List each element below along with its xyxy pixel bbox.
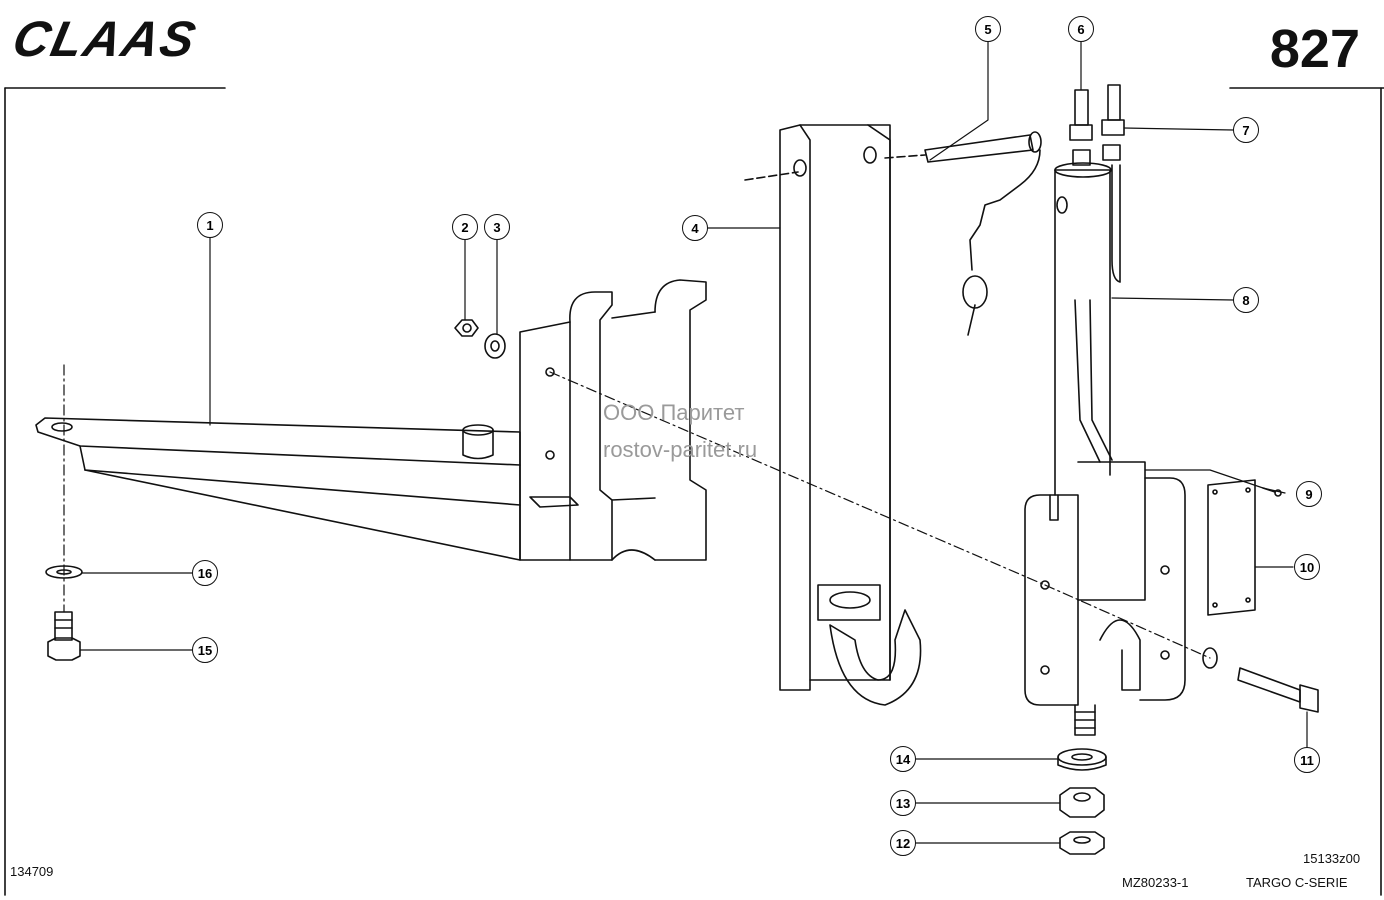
part-11-bolt [1202, 647, 1319, 713]
callout-3: 3 [484, 214, 510, 240]
watermark-url: rostov-paritet.ru [603, 437, 758, 462]
brand-logo: CLAAS [8, 11, 203, 67]
callout-14: 14 [890, 746, 916, 772]
leader-lines [79, 39, 1308, 844]
part-15-bolt [47, 611, 81, 661]
part-13-nut [1059, 787, 1105, 818]
part-8-bracket-assembly [1024, 461, 1186, 736]
model-series: TARGO C-SERIE [1246, 875, 1348, 890]
assembly-lines [63, 364, 1211, 659]
callout-6: 6 [1068, 16, 1094, 42]
callout-8: 8 [1233, 287, 1259, 313]
callout-2: 2 [452, 214, 478, 240]
part-12-thin-nut [1059, 831, 1105, 855]
callout-10: 10 [1294, 554, 1320, 580]
part-3-washer [484, 333, 506, 359]
callout-13: 13 [890, 790, 916, 816]
callout-1: 1 [197, 212, 223, 238]
part-5-pin-chain [884, 131, 1042, 336]
callout-5: 5 [975, 16, 1001, 42]
callout-16: 16 [192, 560, 218, 586]
callout-15: 15 [192, 637, 218, 663]
part-4-channel-post [744, 124, 922, 706]
callout-11: 11 [1294, 747, 1320, 773]
page-number: 827 [1269, 19, 1360, 79]
drawing-number: 134709 [10, 864, 54, 879]
callout-9: 9 [1296, 481, 1322, 507]
callout-12: 12 [890, 830, 916, 856]
part-6-7-fittings [1069, 84, 1125, 166]
assembly-code: MZ80233-1 [1122, 875, 1189, 890]
callout-4: 4 [682, 215, 708, 241]
part-1-arm-bracket [35, 279, 707, 561]
watermark-company: ООО Паритет [603, 400, 745, 425]
part-8-hydraulic-post [1054, 162, 1121, 496]
sheet-code: 15133z00 [1303, 851, 1361, 866]
part-14-lock-washer [1057, 748, 1107, 771]
callout-7: 7 [1233, 117, 1259, 143]
part-2-nut [454, 319, 479, 337]
part-10-plate [1207, 479, 1256, 616]
